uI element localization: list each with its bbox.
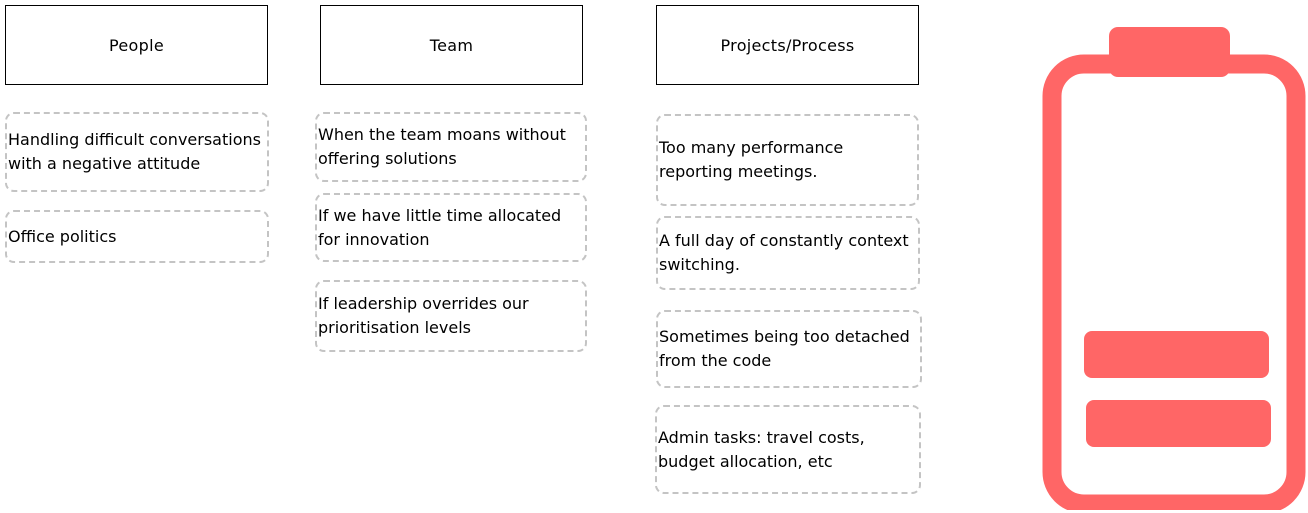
process-note-context-switching: A full day of constantly context switchi…: [656, 216, 920, 290]
team-note-moaning: When the team moans without offering sol…: [315, 112, 587, 182]
note-text: Admin tasks: travel costs, budget alloca…: [658, 427, 865, 471]
battery-level-bar: [1084, 331, 1269, 378]
people-note-difficult-conversations: Handling difficult conversations with a …: [5, 112, 269, 192]
people-note-office-politics: Office politics: [5, 210, 269, 263]
note-text: Too many performance reporting meetings.: [659, 138, 844, 181]
note-text: A full day of constantly context switchi…: [659, 231, 909, 274]
process-note-reporting-meetings: Too many performance reporting meetings.: [656, 114, 919, 206]
team-note-leadership-overrides: If leadership overrides our prioritisati…: [315, 280, 587, 352]
note-text: When the team moans without offering sol…: [318, 125, 566, 168]
column-header-people: People: [5, 5, 268, 85]
team-note-innovation-time: If we have little time allocated for inn…: [315, 193, 587, 262]
note-text: Office politics: [8, 226, 117, 246]
low-battery-icon: [1042, 27, 1306, 510]
note-text: Handling difficult conversations with a …: [8, 130, 261, 173]
column-header-label: People: [109, 35, 164, 55]
note-text: If we have little time allocated for inn…: [318, 205, 562, 249]
column-header-label: Projects/Process: [720, 35, 855, 55]
column-header-team: Team: [320, 5, 583, 85]
battery-level-bar: [1086, 400, 1271, 447]
note-text: Sometimes being too detached from the co…: [659, 327, 910, 370]
battery-body: [1042, 54, 1306, 510]
column-header-label: Team: [429, 35, 474, 55]
process-note-detached-from-code: Sometimes being too detached from the co…: [656, 310, 922, 388]
note-text: If leadership overrides our prioritisati…: [318, 294, 529, 337]
column-header-projects-process: Projects/Process: [656, 5, 919, 85]
process-note-admin-tasks: Admin tasks: travel costs, budget alloca…: [655, 405, 921, 494]
